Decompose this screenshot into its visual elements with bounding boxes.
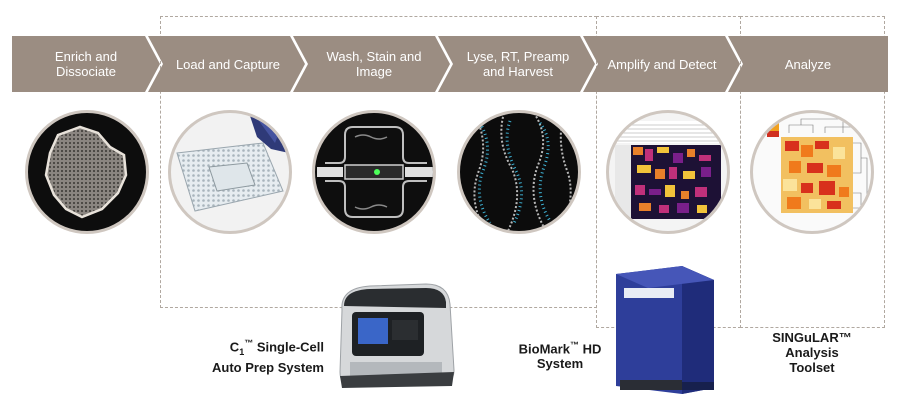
c1-prefix: C	[229, 339, 240, 355]
cell-colony-image	[25, 110, 149, 234]
biomark-instrument-image	[616, 266, 714, 394]
c1-line1: Single-Cell	[253, 339, 324, 355]
singular-line3: Toolset	[789, 360, 835, 375]
step-arrow-3	[293, 36, 450, 92]
step-label-enrich: Enrich and Dissociate	[54, 49, 118, 79]
step-label-load: Load and Capture	[175, 56, 281, 72]
step-label-lyse: Lyse, RT, Preamp and Harvest	[466, 49, 570, 79]
workflow-arrow-bar	[12, 36, 888, 92]
step-arrow-6	[728, 36, 888, 92]
singular-line1: SINGuLAR™	[772, 330, 852, 345]
step-arrow-5	[583, 36, 740, 92]
step-label-wash: Wash, Stain and Image	[326, 49, 422, 79]
singular-toolset-frame	[740, 16, 885, 328]
c1-trademark: ™	[244, 338, 254, 348]
biomark-line2: System	[536, 356, 584, 372]
singular-toolset-caption: SINGuLAR™ Analysis Toolset	[762, 330, 862, 375]
c1-subscript: 1	[239, 346, 245, 357]
c1-instrument-image	[339, 283, 455, 388]
step-label-analyze: Analyze	[784, 56, 832, 72]
step-arrow-4	[438, 36, 595, 92]
c1-line2: Auto Prep System	[212, 359, 324, 375]
biomark-trademark: ™	[569, 340, 579, 350]
biomark-system-caption: BioMark™ HD System	[504, 338, 616, 371]
step-label-amplify: Amplify and Detect	[607, 56, 717, 72]
step-arrow-2	[148, 36, 305, 92]
biomark-name: BioMark	[518, 341, 570, 357]
biomark-hd: HD	[578, 341, 602, 357]
singular-line2: Analysis	[785, 345, 839, 360]
c1-system-caption: C1™ Single-Cell Auto Prep System	[200, 336, 324, 375]
microfluidic-image	[312, 110, 436, 234]
pcr-heatmap-image	[606, 110, 730, 234]
cdna-strands-image	[457, 110, 581, 234]
cluster-heatmap-image	[750, 110, 874, 234]
ifc-chip-image	[168, 110, 292, 234]
step-arrow-1	[12, 36, 160, 92]
